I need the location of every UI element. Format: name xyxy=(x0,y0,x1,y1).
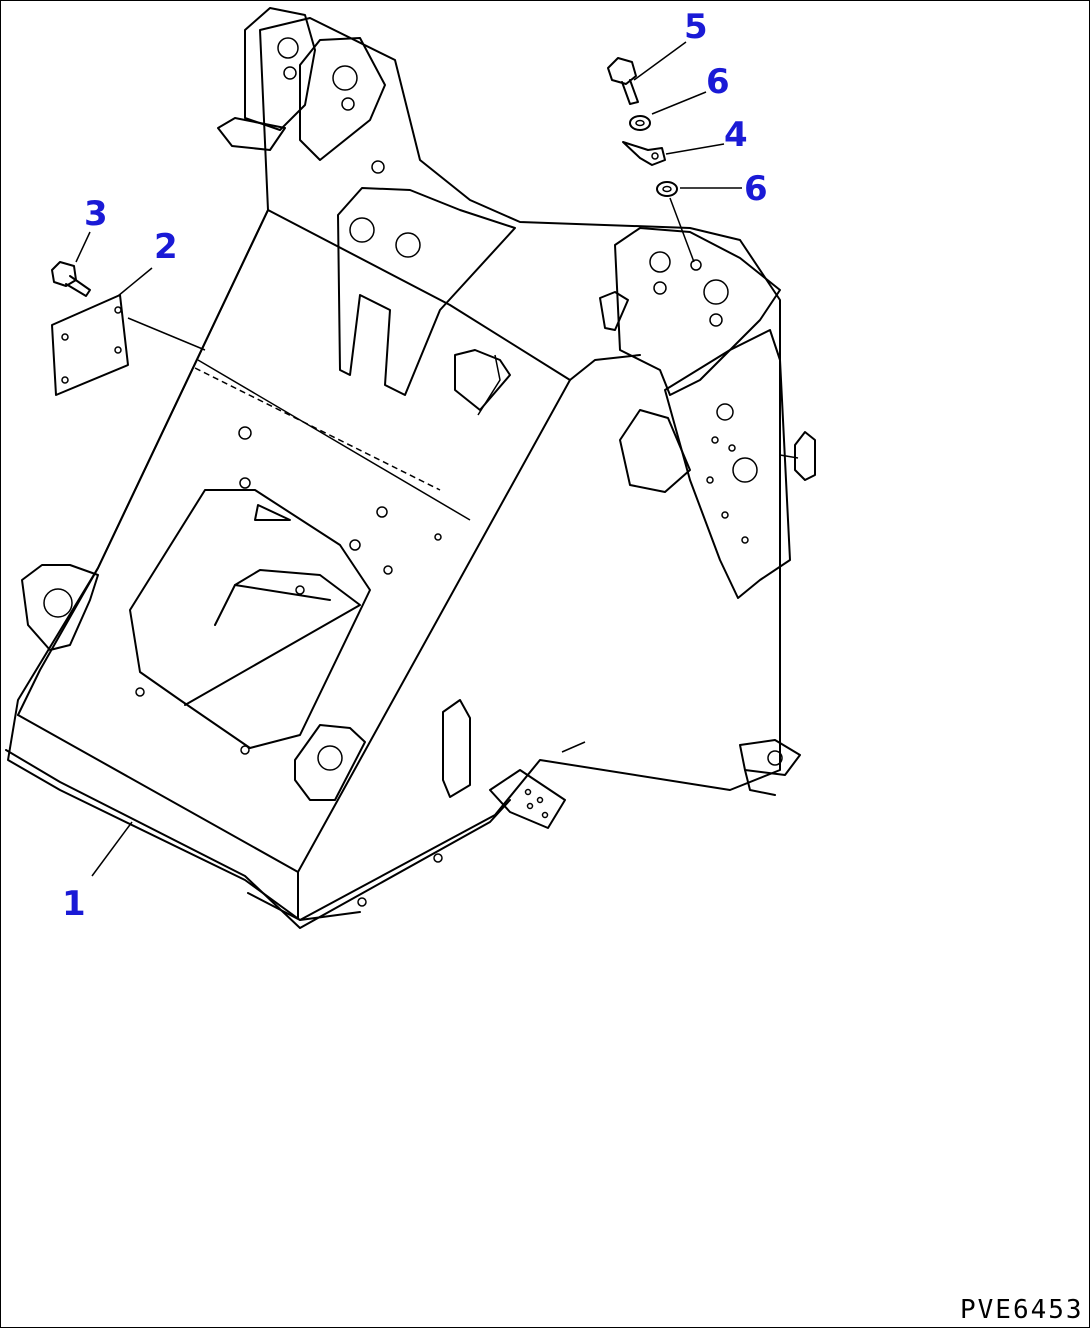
bolt-part-5 xyxy=(607,57,639,105)
front-frame xyxy=(5,17,801,929)
callout-6-lower: 6 xyxy=(744,169,768,209)
upper-left-brackets xyxy=(217,7,386,161)
leader-lines xyxy=(75,41,742,877)
callout-3: 3 xyxy=(84,194,108,234)
callout-6-upper: 6 xyxy=(706,62,730,102)
washer-part-6-top xyxy=(629,115,651,131)
clip-part-4 xyxy=(622,141,666,166)
drawing-code: PVE6453 xyxy=(960,1295,1084,1325)
callout-2: 2 xyxy=(154,227,178,267)
bolt-part-3 xyxy=(51,261,91,297)
washer-part-6-bottom xyxy=(656,181,695,263)
center-brackets xyxy=(337,160,516,416)
callout-4: 4 xyxy=(724,115,748,155)
callout-5: 5 xyxy=(684,7,708,47)
right-brackets xyxy=(599,227,816,740)
callout-1: 1 xyxy=(62,884,86,924)
cover-plate xyxy=(51,294,206,396)
